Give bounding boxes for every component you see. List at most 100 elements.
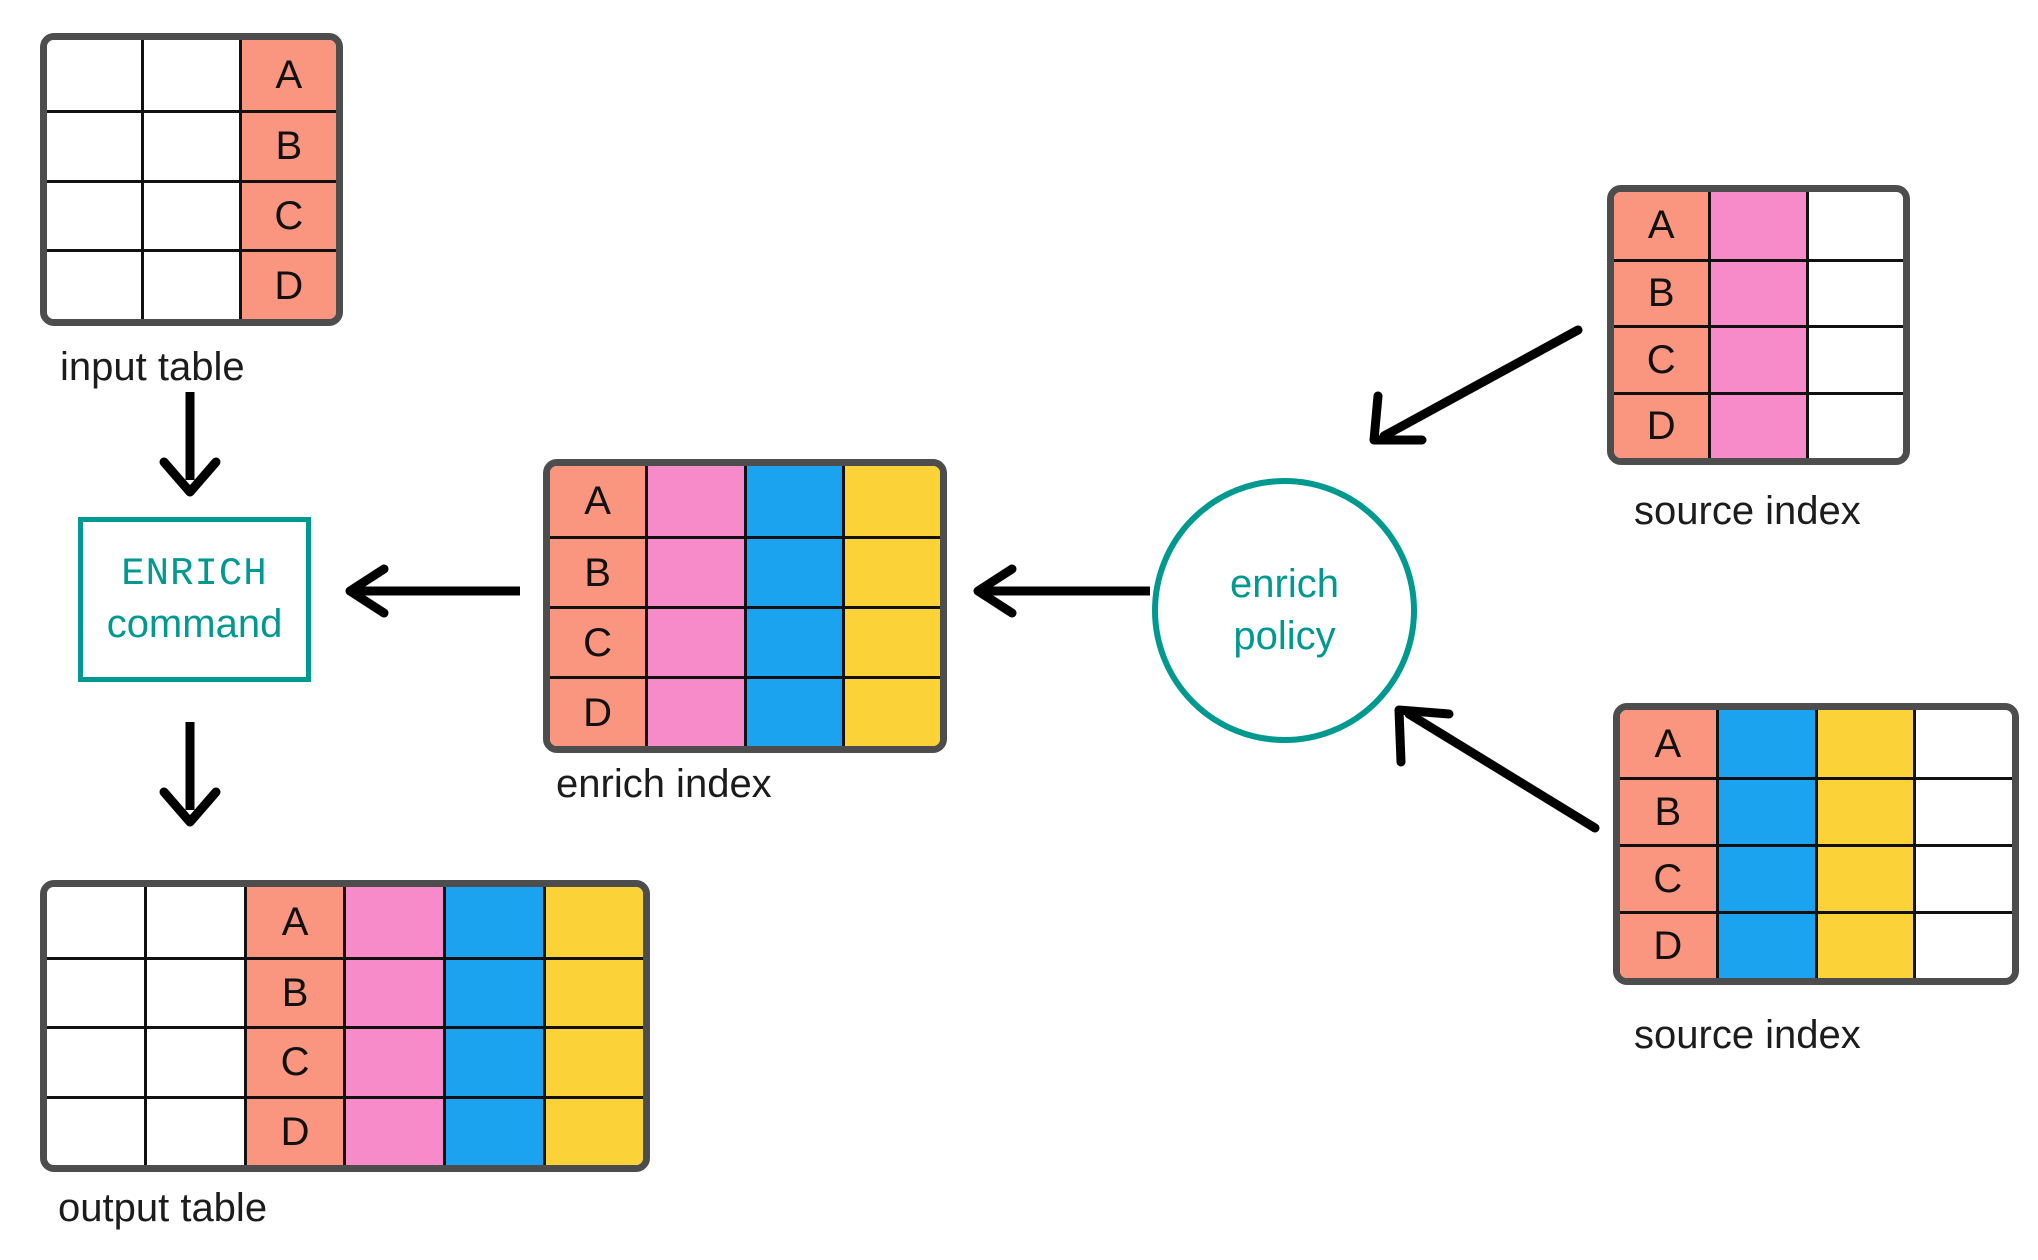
cell-key: D bbox=[243, 1095, 344, 1165]
cell-pink bbox=[645, 676, 744, 746]
table-row: B bbox=[1620, 777, 2012, 844]
cell-blank bbox=[143, 887, 244, 957]
cell-key: D bbox=[238, 249, 336, 319]
cell-blank bbox=[47, 179, 142, 250]
table-row: D bbox=[550, 676, 940, 746]
table-row: A bbox=[47, 887, 643, 957]
cell-blank bbox=[47, 1095, 144, 1165]
table-row: A bbox=[550, 466, 940, 536]
cell-key: C bbox=[1620, 844, 1716, 911]
cell-blue bbox=[743, 466, 842, 536]
input-table-caption: input table bbox=[60, 345, 245, 389]
table-row: C bbox=[1620, 844, 2012, 911]
arrow-source-bottom-to-policy bbox=[1394, 705, 1600, 833]
cell-key: B bbox=[1620, 777, 1716, 844]
cell-key: D bbox=[550, 676, 646, 746]
table-row: A bbox=[1614, 192, 1903, 259]
cell-blue bbox=[1715, 911, 1815, 978]
cell-key: B bbox=[1614, 258, 1709, 325]
cell-key: D bbox=[1620, 911, 1716, 978]
cell-yellow bbox=[841, 676, 940, 746]
table-row: C bbox=[550, 606, 940, 676]
enrich-index-table: A B C D bbox=[543, 459, 947, 753]
cell-blank bbox=[47, 249, 142, 319]
cell-pink bbox=[1708, 325, 1806, 392]
cell-key: A bbox=[550, 466, 646, 536]
cell-yellow bbox=[1814, 844, 1914, 911]
cell-blank bbox=[1805, 258, 1903, 325]
table-row: B bbox=[550, 536, 940, 606]
cell-key: D bbox=[1614, 391, 1709, 458]
table-row: D bbox=[47, 249, 336, 319]
cell-blank bbox=[141, 40, 239, 110]
cell-blank bbox=[141, 179, 239, 250]
enrich-policy-line-1: enrich bbox=[1230, 562, 1339, 607]
cell-key: A bbox=[238, 40, 336, 110]
cell-pink bbox=[1708, 258, 1806, 325]
cell-key: C bbox=[243, 1026, 344, 1096]
cell-pink bbox=[645, 606, 744, 676]
cell-blank bbox=[1913, 911, 2012, 978]
cell-key: A bbox=[1620, 710, 1716, 777]
table-row: D bbox=[1614, 391, 1903, 458]
cell-yellow bbox=[543, 956, 643, 1026]
cell-blank bbox=[1805, 325, 1903, 392]
cell-pink bbox=[343, 1026, 444, 1096]
cell-blank bbox=[47, 956, 144, 1026]
source-index-bottom-caption: source index bbox=[1634, 1013, 1861, 1057]
table-row: B bbox=[1614, 258, 1903, 325]
table-row: B bbox=[47, 956, 643, 1026]
cell-key: C bbox=[550, 606, 646, 676]
cell-blue bbox=[743, 676, 842, 746]
cell-blank bbox=[143, 956, 244, 1026]
cell-key: A bbox=[243, 887, 344, 957]
cell-blank bbox=[47, 40, 142, 110]
table-row: C bbox=[47, 179, 336, 250]
cell-blue bbox=[443, 1026, 544, 1096]
cell-blue bbox=[1715, 710, 1815, 777]
output-table-caption: output table bbox=[58, 1186, 268, 1230]
table-row: A bbox=[47, 40, 336, 110]
table-row: D bbox=[47, 1095, 643, 1165]
arrow-input-to-command bbox=[159, 392, 221, 497]
cell-blue bbox=[443, 887, 544, 957]
table-row: C bbox=[1614, 325, 1903, 392]
cell-blank bbox=[143, 1095, 244, 1165]
arrow-enrich-index-to-command bbox=[345, 564, 520, 618]
enrich-index-caption: enrich index bbox=[556, 762, 772, 806]
cell-pink bbox=[1708, 391, 1806, 458]
cell-blank bbox=[141, 249, 239, 319]
cell-key: C bbox=[238, 179, 336, 250]
cell-blue bbox=[443, 956, 544, 1026]
cell-blank bbox=[141, 109, 239, 180]
cell-blue bbox=[1715, 777, 1815, 844]
source-index-bottom-table: A B C D bbox=[1613, 703, 2019, 985]
enrich-command-word: command bbox=[106, 601, 283, 646]
cell-pink bbox=[645, 466, 744, 536]
cell-yellow bbox=[1814, 710, 1914, 777]
cell-key: B bbox=[238, 109, 336, 180]
enrich-keyword: ENRICH bbox=[121, 552, 268, 597]
enrich-policy-node[interactable]: enrich policy bbox=[1152, 478, 1417, 743]
table-row: A bbox=[1620, 710, 2012, 777]
cell-blank bbox=[1913, 710, 2012, 777]
cell-blank bbox=[143, 1026, 244, 1096]
cell-yellow bbox=[841, 466, 940, 536]
cell-key: B bbox=[243, 956, 344, 1026]
arrow-command-to-output bbox=[159, 722, 221, 827]
cell-blank bbox=[1913, 844, 2012, 911]
cell-blue bbox=[743, 606, 842, 676]
cell-yellow bbox=[543, 1095, 643, 1165]
cell-yellow bbox=[543, 1026, 643, 1096]
output-table: A B C D bbox=[40, 880, 650, 1172]
arrow-policy-to-enrich-index bbox=[973, 564, 1150, 618]
table-row: C bbox=[47, 1026, 643, 1096]
cell-key: C bbox=[1614, 325, 1709, 392]
cell-yellow bbox=[1814, 911, 1914, 978]
cell-blank bbox=[1805, 192, 1903, 259]
cell-pink bbox=[645, 536, 744, 606]
cell-blue bbox=[743, 536, 842, 606]
enrich-command-box[interactable]: ENRICH command bbox=[78, 517, 311, 682]
source-index-top-caption: source index bbox=[1634, 489, 1861, 533]
